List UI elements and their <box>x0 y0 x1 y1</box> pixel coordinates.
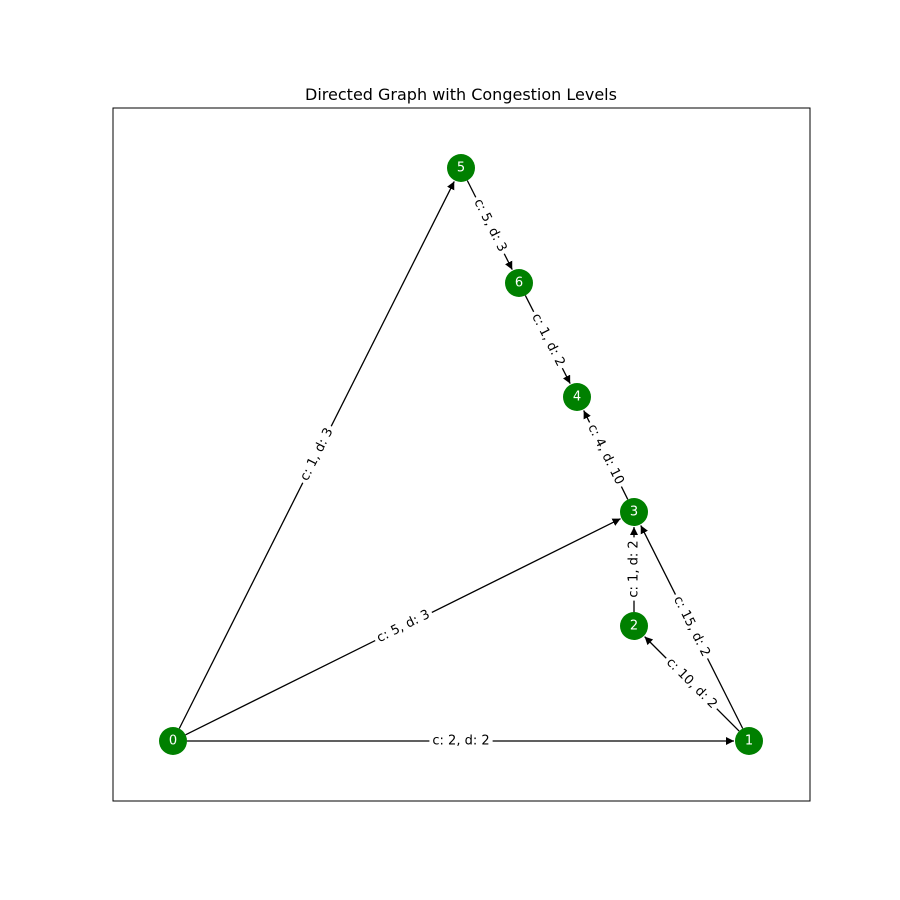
edge-label-background <box>625 537 643 601</box>
edge-label-background <box>660 652 723 715</box>
node-circle <box>735 727 763 755</box>
node-label: 0 <box>169 734 177 749</box>
edge-label-background <box>295 422 339 487</box>
node-label: 6 <box>515 276 523 291</box>
node-label: 1 <box>745 734 753 749</box>
plot-frame <box>112 107 811 802</box>
node-label: 5 <box>457 161 465 176</box>
node-circle <box>159 727 187 755</box>
edge-label-background <box>582 418 629 491</box>
edge-label-text: c: 1, d: 2 <box>627 540 642 597</box>
node-circle <box>620 612 648 640</box>
edge-label-background <box>429 732 493 750</box>
edge-label-2-3: c: 1, d: 2 <box>625 537 643 601</box>
node-5: 5 <box>447 154 475 182</box>
edge-label-background <box>371 604 436 649</box>
node-3: 3 <box>620 498 648 526</box>
node-0: 0 <box>159 727 187 755</box>
node-4: 4 <box>563 383 591 411</box>
node-label: 3 <box>630 505 638 520</box>
chart-title: Directed Graph with Congestion Levels <box>305 85 617 104</box>
edge-label-text: c: 2, d: 2 <box>432 734 489 749</box>
nodes-layer: 0 1 2 3 4 5 6 <box>159 154 763 755</box>
node-circle <box>447 154 475 182</box>
node-2: 2 <box>620 612 648 640</box>
node-label: 4 <box>573 390 581 405</box>
node-label: 2 <box>630 619 638 634</box>
node-6: 6 <box>505 269 533 297</box>
edge-label-background <box>468 193 512 258</box>
node-1: 1 <box>735 727 763 755</box>
node-circle <box>563 383 591 411</box>
node-circle <box>505 269 533 297</box>
edge-label-background <box>667 590 716 663</box>
edge-label-background <box>526 307 570 373</box>
edge-label-0-1: c: 2, d: 2 <box>429 732 493 750</box>
node-circle <box>620 498 648 526</box>
